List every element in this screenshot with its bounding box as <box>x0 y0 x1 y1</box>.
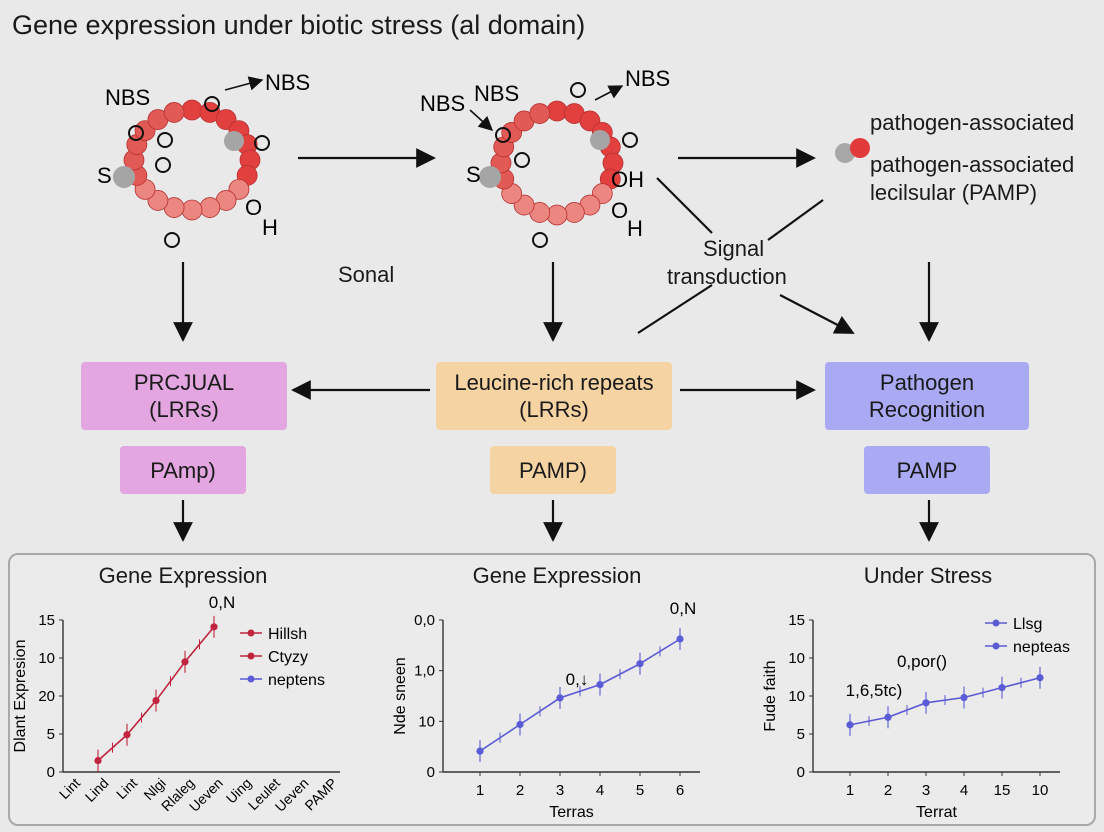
oxygen-atom <box>495 127 511 143</box>
mol-mid-label-s: S <box>466 162 481 187</box>
pamp-label-bottom-2: lecilsular (PAMP) <box>870 180 1038 205</box>
box-pathogen-recognition: Pathogen Recognition <box>825 362 1029 430</box>
bead <box>181 199 203 221</box>
chart-2-title: Gene Expression <box>472 563 642 588</box>
molecule-middle <box>479 82 638 248</box>
bead <box>199 197 221 218</box>
mol-mid-label-o: O <box>611 198 628 223</box>
mol-mid-label-nbs-2: NBS <box>474 81 519 106</box>
oxygen-atom <box>532 232 548 248</box>
box-prcjual-lrrs: PRCJUAL (LRRs) <box>81 362 287 430</box>
mol-left-label-h: H <box>262 215 278 240</box>
bead <box>563 202 585 223</box>
mol-mid-label-h: H <box>627 216 643 241</box>
pamp-molecule <box>835 138 870 163</box>
mol-left-label-nbs-1: NBS <box>105 85 150 110</box>
bead <box>181 99 203 121</box>
oxygen-atom <box>622 132 638 148</box>
mol-left-label-nbs-2: NBS <box>265 70 310 95</box>
oxygen-atom <box>514 152 530 168</box>
mol-mid-label-nbs-3: NBS <box>625 66 670 91</box>
oxygen-atom <box>254 135 270 151</box>
chart-1-title: Gene Expression <box>98 563 268 588</box>
atom <box>590 130 610 150</box>
box-middle-pamp: PAMP) <box>490 446 616 494</box>
oxygen-atom <box>570 82 586 98</box>
mol-left-label-o: O <box>245 195 262 220</box>
mol-left-label-s: S <box>97 163 112 188</box>
charts-panel <box>8 553 1096 826</box>
transduction-label: transduction <box>667 264 787 289</box>
page-title: Gene expression under biotic stress (al … <box>12 10 586 40</box>
pamp-label-bottom-1: pathogen-associated <box>870 152 1075 177</box>
signal-label: Signal <box>703 236 765 261</box>
bead <box>546 100 568 122</box>
oxygen-atom <box>128 125 144 141</box>
atom <box>224 131 244 151</box>
sulfur-atom <box>479 166 501 188</box>
oxygen-atom <box>204 96 220 112</box>
mol-mid-label-oh: OH <box>611 167 644 192</box>
oxygen-atom <box>164 232 180 248</box>
bead <box>546 204 568 226</box>
box-right-pamp: PAMP <box>864 446 990 494</box>
bead <box>529 103 551 124</box>
pamp-label-top: pathogen-associated <box>870 110 1075 135</box>
bead <box>163 102 185 123</box>
box-leucine-rich-repeats: Leucine-rich repeats (LRRs) <box>436 362 672 430</box>
mol-mid-label-nbs-1: NBS <box>420 91 465 116</box>
chart-3-title: Under Stress <box>863 563 993 588</box>
box-left-pamp: PAmp) <box>120 446 246 494</box>
oxygen-atom <box>157 132 173 148</box>
sonal-label: Sonal <box>338 262 395 287</box>
oxygen-atom <box>155 157 171 173</box>
sulfur-atom <box>113 166 135 188</box>
molecule-left <box>113 96 270 248</box>
